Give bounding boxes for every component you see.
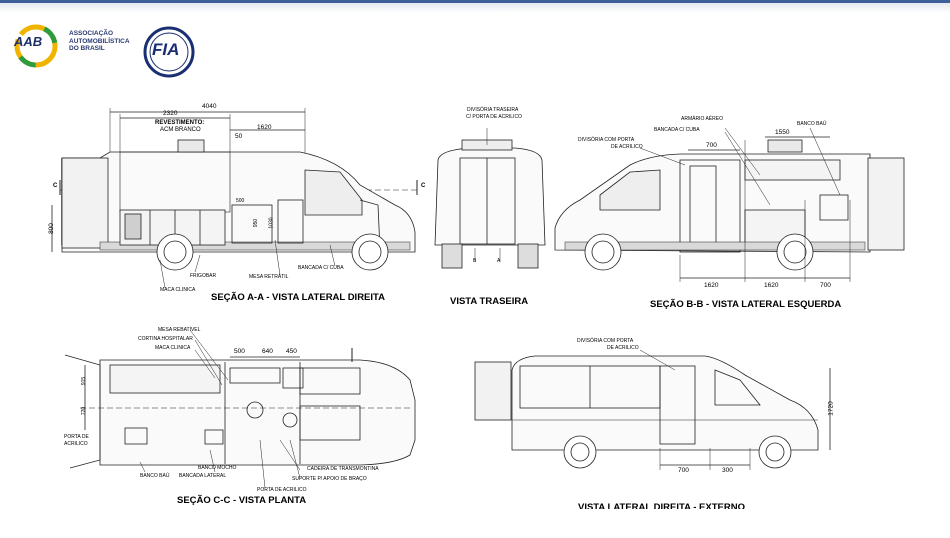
label-divisoria-porta-bb: DIVISÓRIA COM PORTA	[578, 137, 635, 143]
fia-logo	[143, 26, 195, 78]
label-de-acrilico-bb: DE ACRILICO	[611, 144, 643, 150]
label-revestimento: REVESTIMENTO:	[155, 120, 205, 126]
dim-4040: 4040	[202, 103, 217, 110]
label-porta-acrilico-cc: PORTA DE ACRILICO	[257, 487, 307, 493]
dim-2320: 2320	[163, 110, 178, 117]
label-divisoria-traseira: DIVISÓRIA TRASEIRA	[467, 107, 519, 113]
label-banco-bau-bb: BANCO BAÚ	[797, 121, 827, 127]
top-shade	[0, 3, 950, 13]
dim-640: 640	[262, 348, 273, 355]
section-bb-drawing	[554, 127, 905, 282]
top-accent-bar	[0, 0, 950, 3]
aab-mark: AAB	[14, 34, 43, 49]
cut-marker-a: A	[497, 258, 501, 264]
dim-700-ext: 700	[678, 467, 689, 474]
label-de-acrilico-ext: DE ACRILICO	[607, 345, 639, 351]
aab-name: ASSOCIAÇÃO AUTOMOBILÍSTICA DO BRASIL	[69, 30, 130, 53]
label-mesa-rebativel: MESA REBATÍVEL	[158, 327, 201, 333]
cut-marker-b: B	[473, 258, 477, 264]
dim-950: 950	[253, 218, 260, 228]
label-suporte-apoio: SUPORTE P/ APOIO DE BRAÇO	[292, 476, 367, 482]
dim-700-bb: 700	[706, 142, 717, 149]
dim-1620-bb-a: 1620	[704, 282, 719, 289]
section-aa-drawing	[51, 108, 420, 289]
fia-mark: FIA	[152, 40, 180, 59]
label-cadeira-transmontina: CADEIRA DE TRANSMONTINA	[307, 466, 379, 472]
title-section-aa: SEÇÃO A-A - VISTA LATERAL DIREITA	[211, 292, 385, 303]
label-frigobar: FRIGOBAR	[190, 273, 217, 279]
dim-300: 300	[722, 467, 733, 474]
label-acrilico-cc: ACRILICO	[64, 441, 88, 447]
dim-800: 800	[47, 223, 55, 234]
cut-marker-c-left: C	[53, 183, 58, 189]
label-maca-clinica-cc: MACA CLINICA	[155, 345, 191, 351]
label-acm-branco: ACM BRANCO	[160, 127, 201, 133]
dim-450: 450	[286, 348, 297, 355]
label-maca-clinica-aa: MACA CLINICA	[160, 287, 196, 293]
label-porta-acrilico-rear: C/ PORTA DE ACRILICO	[466, 114, 522, 120]
label-porta-de-cc: PORTA DE	[64, 434, 89, 440]
title-rear-view: VISTA TRASEIRA	[450, 296, 529, 307]
dim-1720: 1720	[827, 401, 835, 416]
dim-500-cc: 500	[234, 348, 245, 355]
dim-500-aa: 500	[236, 198, 245, 204]
title-section-cc: SEÇÃO C-C - VISTA PLANTA	[177, 495, 307, 506]
dim-1030: 1030	[268, 217, 275, 229]
title-section-bb: SEÇÃO B-B - VISTA LATERAL ESQUERDA	[650, 299, 842, 310]
label-bancada-lateral: BANCADA LATERAL	[179, 473, 227, 479]
label-cortina-hospitalar: CORTINA HOSPITALAR	[138, 336, 193, 342]
label-mesa-retratil: MESA RETRÁTIL	[249, 274, 289, 280]
dim-1550: 1550	[775, 129, 790, 136]
label-bancada-cuba-bb: BANCADA C/ CUBA	[654, 127, 700, 133]
label-armario-aereo: ARMÁRIO AÉREO	[681, 116, 723, 122]
dim-700-bb-b: 700	[820, 282, 831, 289]
cut-marker-c-right: C	[421, 183, 426, 189]
dim-1620-bb-b: 1620	[764, 282, 779, 289]
label-banco-mocho: BANCO MOCHO	[198, 465, 237, 471]
label-banco-bau-cc: BANCO BAÚ	[140, 473, 170, 479]
dim-50: 50	[235, 133, 243, 140]
aab-logo	[14, 24, 58, 68]
rear-view-drawing	[434, 128, 546, 269]
dim-915: 915	[81, 376, 88, 386]
label-bancada-cuba-aa: BANCADA C/ CUBA	[298, 265, 344, 271]
external-view-drawing	[474, 349, 831, 470]
dim-1620-aa: 1620	[257, 124, 272, 131]
title-external-view: VISTA LATERAL DIREITA - EXTERNO	[578, 502, 745, 509]
dim-720: 720	[81, 406, 88, 416]
label-divisoria-porta-ext: DIVISÓRIA COM PORTA	[577, 338, 634, 344]
section-cc-drawing	[64, 329, 416, 489]
